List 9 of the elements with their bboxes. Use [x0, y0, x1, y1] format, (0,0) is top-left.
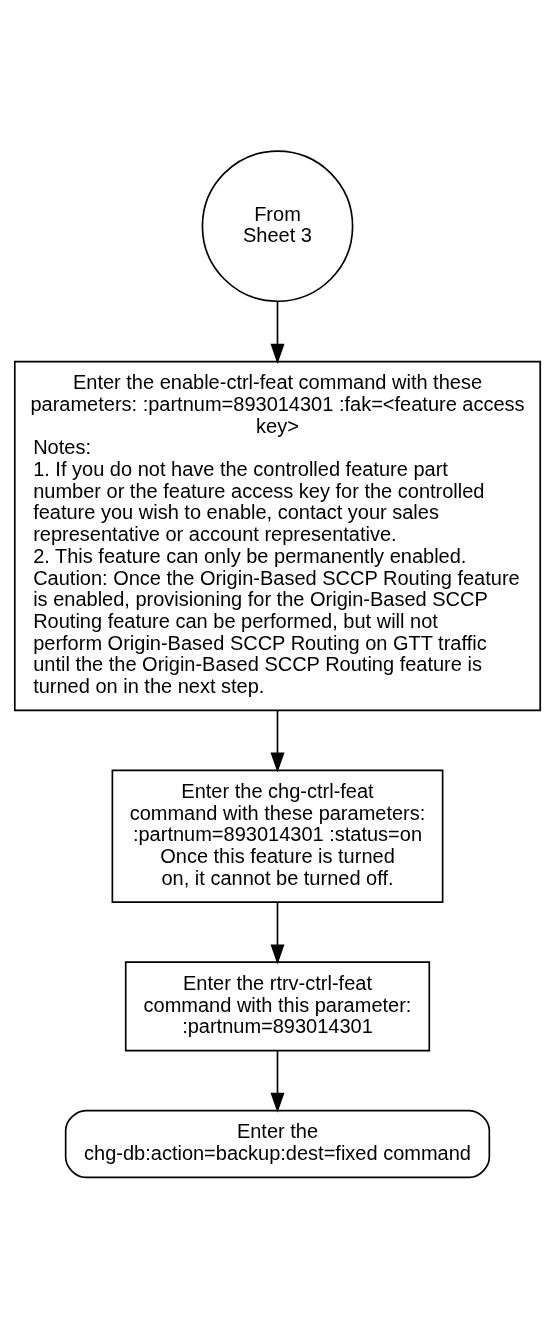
- node-box: Enter the rtrv-ctrl-feat command with this parameter: :partnum=893014301: [124, 961, 431, 1052]
- node-circle: From Sheet 3: [201, 150, 354, 303]
- node-box: Enter the chg-ctrl-feat command with these parameters: :partnum=893014301 :status=on Once this feature is turned on, it cannot be turned off.: [111, 769, 444, 903]
- arrow: [270, 1050, 285, 1113]
- node-box: Enter the chg-db:action=backup:dest=fixed command: [64, 1109, 491, 1179]
- node-box: Enter the enable-ctrl-feat command with these parameters: :partnum=893014301 :fak=<feature access key> Notes: 1. If you do not have the controlled feature part number or the feature access key for the controlled feature you wish to enable, contact your sales representative or account representative. 2. This feature can only be permanently enabled. Caution: Once the Origin-Based SCCP Routing feature is enabled, provisioning for the Origin-Based SCCP Routing feature can be performed, but will not perform Origin-Based SCCP Routing on GTT traffic until the the Origin-Based SCCP Routing feature is turned on in the next step.: [13, 360, 542, 712]
- arrow: [270, 709, 285, 773]
- arrow: [270, 901, 285, 965]
- arrow: [270, 301, 285, 364]
